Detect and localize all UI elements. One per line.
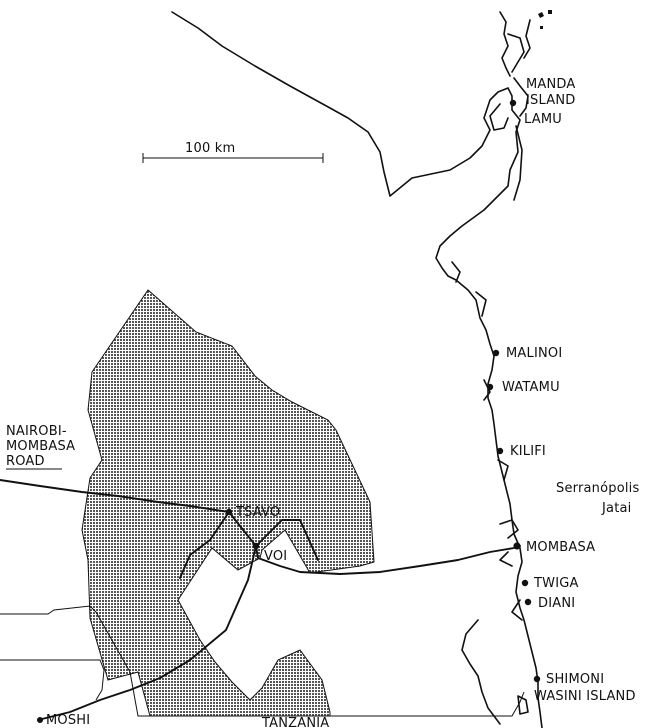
tanzania-label: TANZANIA: [261, 716, 329, 728]
shimoni-marker: [533, 675, 541, 683]
shimoni-label: SHIMONI: [546, 672, 604, 687]
coastline: [171, 11, 543, 728]
voi-taveta-railway: [37, 545, 257, 721]
nairobi-mombasa-road-label: NAIROBI- MOMBASA ROAD: [6, 424, 80, 469]
wasini-island-label: WASINI ISLAND: [534, 689, 636, 704]
lamu-archipelago: [489, 11, 531, 131]
malindi-marker: [492, 349, 500, 357]
tsavo-national-park-area: [81, 289, 375, 717]
scale-bar-label: 100 km: [185, 141, 235, 156]
voi-label: VOI: [264, 549, 287, 564]
serranopolis-annotation: Serranópolis Jatai: [556, 481, 644, 516]
coastal-creeks: [451, 125, 529, 725]
tsavo-branch-road: [179, 511, 230, 579]
twiga-label: TWIGA: [533, 576, 579, 591]
moshi-label: MOSHI: [46, 713, 90, 728]
town-markers: [37, 99, 541, 723]
watamu-marker: [486, 383, 494, 391]
voi-marker: [252, 542, 260, 550]
tsavo-marker: [225, 508, 233, 516]
kenya-tanzania-border: [0, 605, 525, 717]
diani-label: DIANI: [538, 596, 575, 611]
voi-loop-road: [255, 519, 319, 561]
mombasa-label: MOMBASA: [526, 540, 595, 555]
scale-bar: [142, 153, 324, 163]
watamu-label: WATAMU: [502, 380, 560, 395]
lamu-label: LAMU: [524, 112, 562, 127]
twiga-marker: [521, 579, 529, 587]
diani-marker: [524, 598, 532, 606]
manda-island-shape: [538, 10, 552, 29]
lamu-marker: [509, 99, 517, 107]
moshi-marker: [37, 717, 43, 723]
mombasa-marker: [513, 542, 521, 550]
kilifi-label: KILIFI: [510, 444, 546, 459]
nairobi-mombasa-road: [0, 479, 521, 575]
kilifi-marker: [496, 447, 504, 455]
manda-island-label: MANDA ISLAND: [526, 77, 580, 108]
tsavo-label: TSAVO: [235, 505, 280, 520]
malindi-label: MALINOI: [506, 346, 562, 361]
border-to-moshi: [0, 659, 105, 701]
